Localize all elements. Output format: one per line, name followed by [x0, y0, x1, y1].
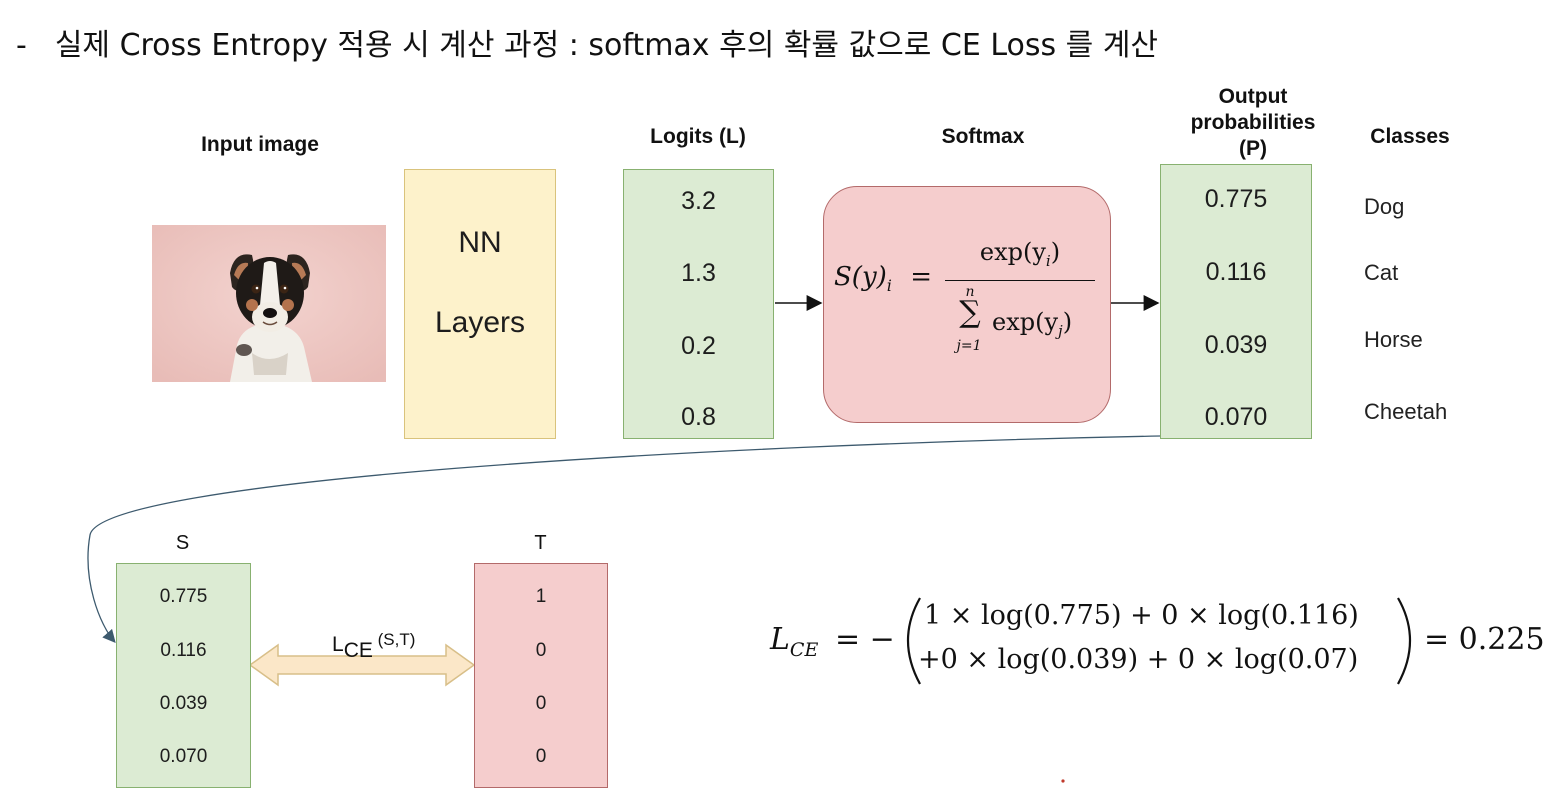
bullet-dash: - — [16, 28, 27, 63]
softmax-label: Softmax — [941, 125, 1025, 148]
sum-lower: j=1 — [956, 338, 982, 354]
t-box: 1 0 0 0 — [474, 563, 608, 788]
sum-sign: ∑ — [959, 295, 981, 330]
output-dog: 0.775 — [1204, 185, 1268, 213]
s-box: 0.775 0.116 0.039 0.070 — [116, 563, 251, 788]
s-value-2: 0.116 — [160, 640, 207, 661]
output-horse: 0.039 — [1204, 331, 1268, 359]
output-probabilities-label: Output probabilities (P) — [1160, 84, 1346, 162]
equation-lhs-sub: CE — [789, 639, 819, 661]
s-value-4: 0.070 — [159, 746, 208, 767]
sum-upper: n — [965, 284, 975, 300]
equation-lhs: LCE — [770, 622, 818, 661]
equation-equals-minus: = − — [835, 622, 895, 657]
softmax-equals: = — [910, 262, 932, 292]
output-label-line2: probabilities — [1190, 111, 1316, 134]
softmax-numerator: exp(yi) — [945, 238, 1095, 270]
softmax-lhs-sub: i — [886, 276, 892, 296]
t-value-2: 0 — [535, 640, 547, 661]
logits-box: 3.2 1.3 0.2 0.8 — [623, 169, 774, 439]
numerator-close: ) — [1050, 238, 1061, 266]
ce-loss-label: LCE (S,T) — [332, 630, 415, 663]
softmax-denominator: exp(yj) — [992, 308, 1072, 340]
classes-label: Classes — [1370, 125, 1450, 148]
input-image-label: Input image — [201, 133, 319, 156]
output-cheetah: 0.070 — [1204, 403, 1268, 431]
logit-cat: 1.3 — [681, 259, 716, 287]
nn-label-line2: Layers — [434, 306, 526, 339]
denominator-close: ) — [1062, 308, 1073, 336]
output-cat: 0.116 — [1205, 258, 1267, 286]
numerator-text: exp(y — [979, 238, 1046, 266]
s-label: S — [175, 532, 190, 554]
equation-line1: 1 × log(0.775) + 0 × log(0.116) — [924, 600, 1359, 631]
class-dog: Dog — [1364, 194, 1405, 219]
softmax-lhs-text: S(y) — [834, 262, 887, 292]
class-cheetah: Cheetah — [1364, 399, 1448, 424]
input-dog-image — [152, 225, 386, 382]
denominator-sub: j — [1058, 321, 1063, 340]
denominator-text: exp(y — [992, 308, 1059, 336]
logit-cheetah: 0.8 — [681, 403, 716, 431]
ce-loss-label-args: (S,T) — [372, 630, 416, 649]
right-parenthesis — [1397, 597, 1412, 685]
slide-title: -실제 Cross Entropy 적용 시 계산 과정 : softmax 후… — [16, 20, 1158, 64]
nn-label-line1: NN — [458, 226, 502, 259]
title-text: 실제 Cross Entropy 적용 시 계산 과정 : softmax 후의… — [54, 28, 1159, 63]
ce-loss-label-sub: CE — [343, 639, 373, 662]
nn-layers-box: NN Layers — [404, 169, 556, 439]
output-label-line3: (P) — [1239, 137, 1267, 160]
t-label: T — [534, 532, 547, 554]
logits-label: Logits (L) — [650, 125, 746, 148]
class-cat: Cat — [1364, 260, 1399, 285]
class-horse: Horse — [1364, 327, 1423, 352]
t-value-3: 0 — [535, 693, 547, 714]
logit-horse: 0.2 — [681, 332, 716, 360]
output-label-line1: Output — [1218, 85, 1288, 108]
fraction-bar — [945, 280, 1095, 281]
dog-illustration — [152, 225, 386, 382]
output-to-s-curve-arrow — [87, 435, 1161, 643]
s-value-3: 0.039 — [159, 693, 208, 714]
output-probabilities-box: 0.775 0.116 0.039 0.070 — [1160, 164, 1312, 439]
softmax-box — [823, 186, 1111, 423]
numerator-sub: i — [1045, 251, 1051, 270]
s-value-1: 0.775 — [159, 586, 208, 607]
left-parenthesis — [906, 597, 921, 685]
t-value-1: 1 — [535, 586, 547, 607]
equation-result: = 0.225 — [1424, 622, 1545, 657]
equation-lhs-main: L — [770, 622, 790, 657]
t-value-4: 0 — [535, 746, 547, 767]
logit-dog: 3.2 — [681, 187, 716, 215]
equation-line2: +0 × log(0.039) + 0 × log(0.07) — [918, 644, 1359, 675]
ce-loss-label-main: L — [332, 633, 344, 656]
softmax-lhs: S(y)i = — [834, 262, 932, 295]
stray-dot — [1061, 779, 1065, 783]
